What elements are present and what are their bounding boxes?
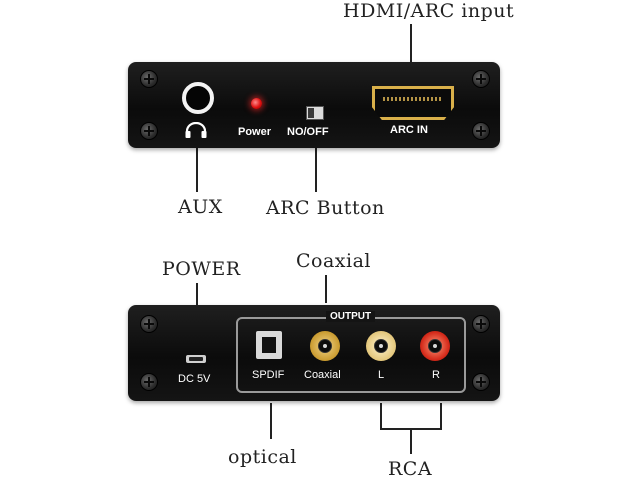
switch-label: NO/OFF xyxy=(287,126,329,138)
power-led xyxy=(251,98,262,109)
output-group-box: OUTPUT xyxy=(236,311,466,393)
rca-bracket-right xyxy=(440,403,442,430)
aux-jack[interactable] xyxy=(182,82,214,114)
left-rca-jack[interactable] xyxy=(366,331,396,361)
rca-bracket-left xyxy=(380,403,382,430)
leader-line-coaxial xyxy=(325,275,327,303)
screw-icon xyxy=(140,70,158,88)
leader-line-hdmi xyxy=(410,24,412,80)
leader-line-aux xyxy=(196,148,198,192)
leader-line-arc-button xyxy=(315,148,317,192)
callout-hdmi-arc-input: HDMI/ARC input xyxy=(343,0,515,22)
right-rca-jack[interactable] xyxy=(420,331,450,361)
top-device-panel: Power NO/OFF ARC IN xyxy=(128,62,500,148)
bottom-device-panel: DC 5V OUTPUT SPDIF Coaxial L R xyxy=(128,305,500,401)
dc-power-port[interactable] xyxy=(186,355,206,363)
callout-optical: optical xyxy=(228,446,297,468)
hdmi-arc-port[interactable] xyxy=(372,86,454,120)
right-label: R xyxy=(432,369,440,381)
screw-icon xyxy=(140,122,158,140)
screw-icon xyxy=(472,70,490,88)
power-label: Power xyxy=(238,126,272,138)
output-title: OUTPUT xyxy=(326,311,376,322)
left-label: L xyxy=(378,369,385,381)
screw-icon xyxy=(140,315,158,333)
leader-line-optical xyxy=(270,403,272,439)
screw-icon xyxy=(472,122,490,140)
screw-icon xyxy=(472,373,490,391)
spdif-label: SPDIF xyxy=(252,369,285,381)
callout-rca: RCA xyxy=(388,458,433,480)
hdmi-label: ARC IN xyxy=(390,124,428,136)
coaxial-rca-jack[interactable] xyxy=(310,331,340,361)
callout-aux: AUX xyxy=(178,196,223,218)
spdif-optical-port[interactable] xyxy=(256,331,282,359)
screw-icon xyxy=(472,315,490,333)
callout-power: POWER xyxy=(162,258,241,280)
rca-bracket-stem xyxy=(410,428,412,454)
dc-label: DC 5V xyxy=(178,373,211,385)
headphone-icon xyxy=(184,121,208,138)
callout-arc-button: ARC Button xyxy=(266,197,385,219)
coaxial-label: Coaxial xyxy=(304,369,341,381)
screw-icon xyxy=(140,373,158,391)
callout-coaxial: Coaxial xyxy=(296,250,372,272)
arc-toggle-switch[interactable] xyxy=(306,106,324,120)
